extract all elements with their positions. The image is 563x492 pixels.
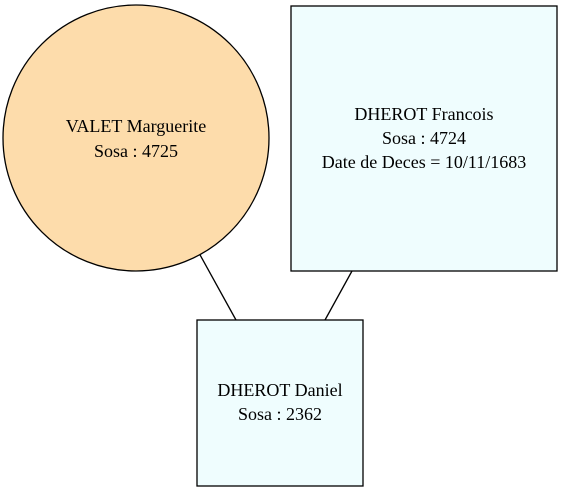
node-circle — [2, 4, 270, 272]
node-box — [290, 5, 558, 272]
node-sosa: Sosa : 4724 — [382, 128, 466, 148]
edge-father-child — [324, 270, 353, 321]
node-sosa: Sosa : 4725 — [94, 141, 178, 161]
node-box — [196, 319, 364, 487]
node-death-date: Date de Deces = 10/11/1683 — [322, 152, 526, 172]
node-sosa: Sosa : 2362 — [238, 404, 322, 424]
node-name: DHEROT Francois — [354, 104, 493, 124]
node-name: VALET Marguerite — [66, 116, 206, 136]
node-dherot-francois[interactable]: DHEROT Francois Sosa : 4724 Date de Dece… — [290, 5, 558, 272]
node-dherot-daniel[interactable]: DHEROT Daniel Sosa : 2362 — [196, 319, 364, 487]
node-valet-marguerite[interactable]: VALET Marguerite Sosa : 4725 — [2, 4, 270, 272]
node-name: DHEROT Daniel — [217, 380, 342, 400]
edge-mother-child — [198, 252, 237, 321]
